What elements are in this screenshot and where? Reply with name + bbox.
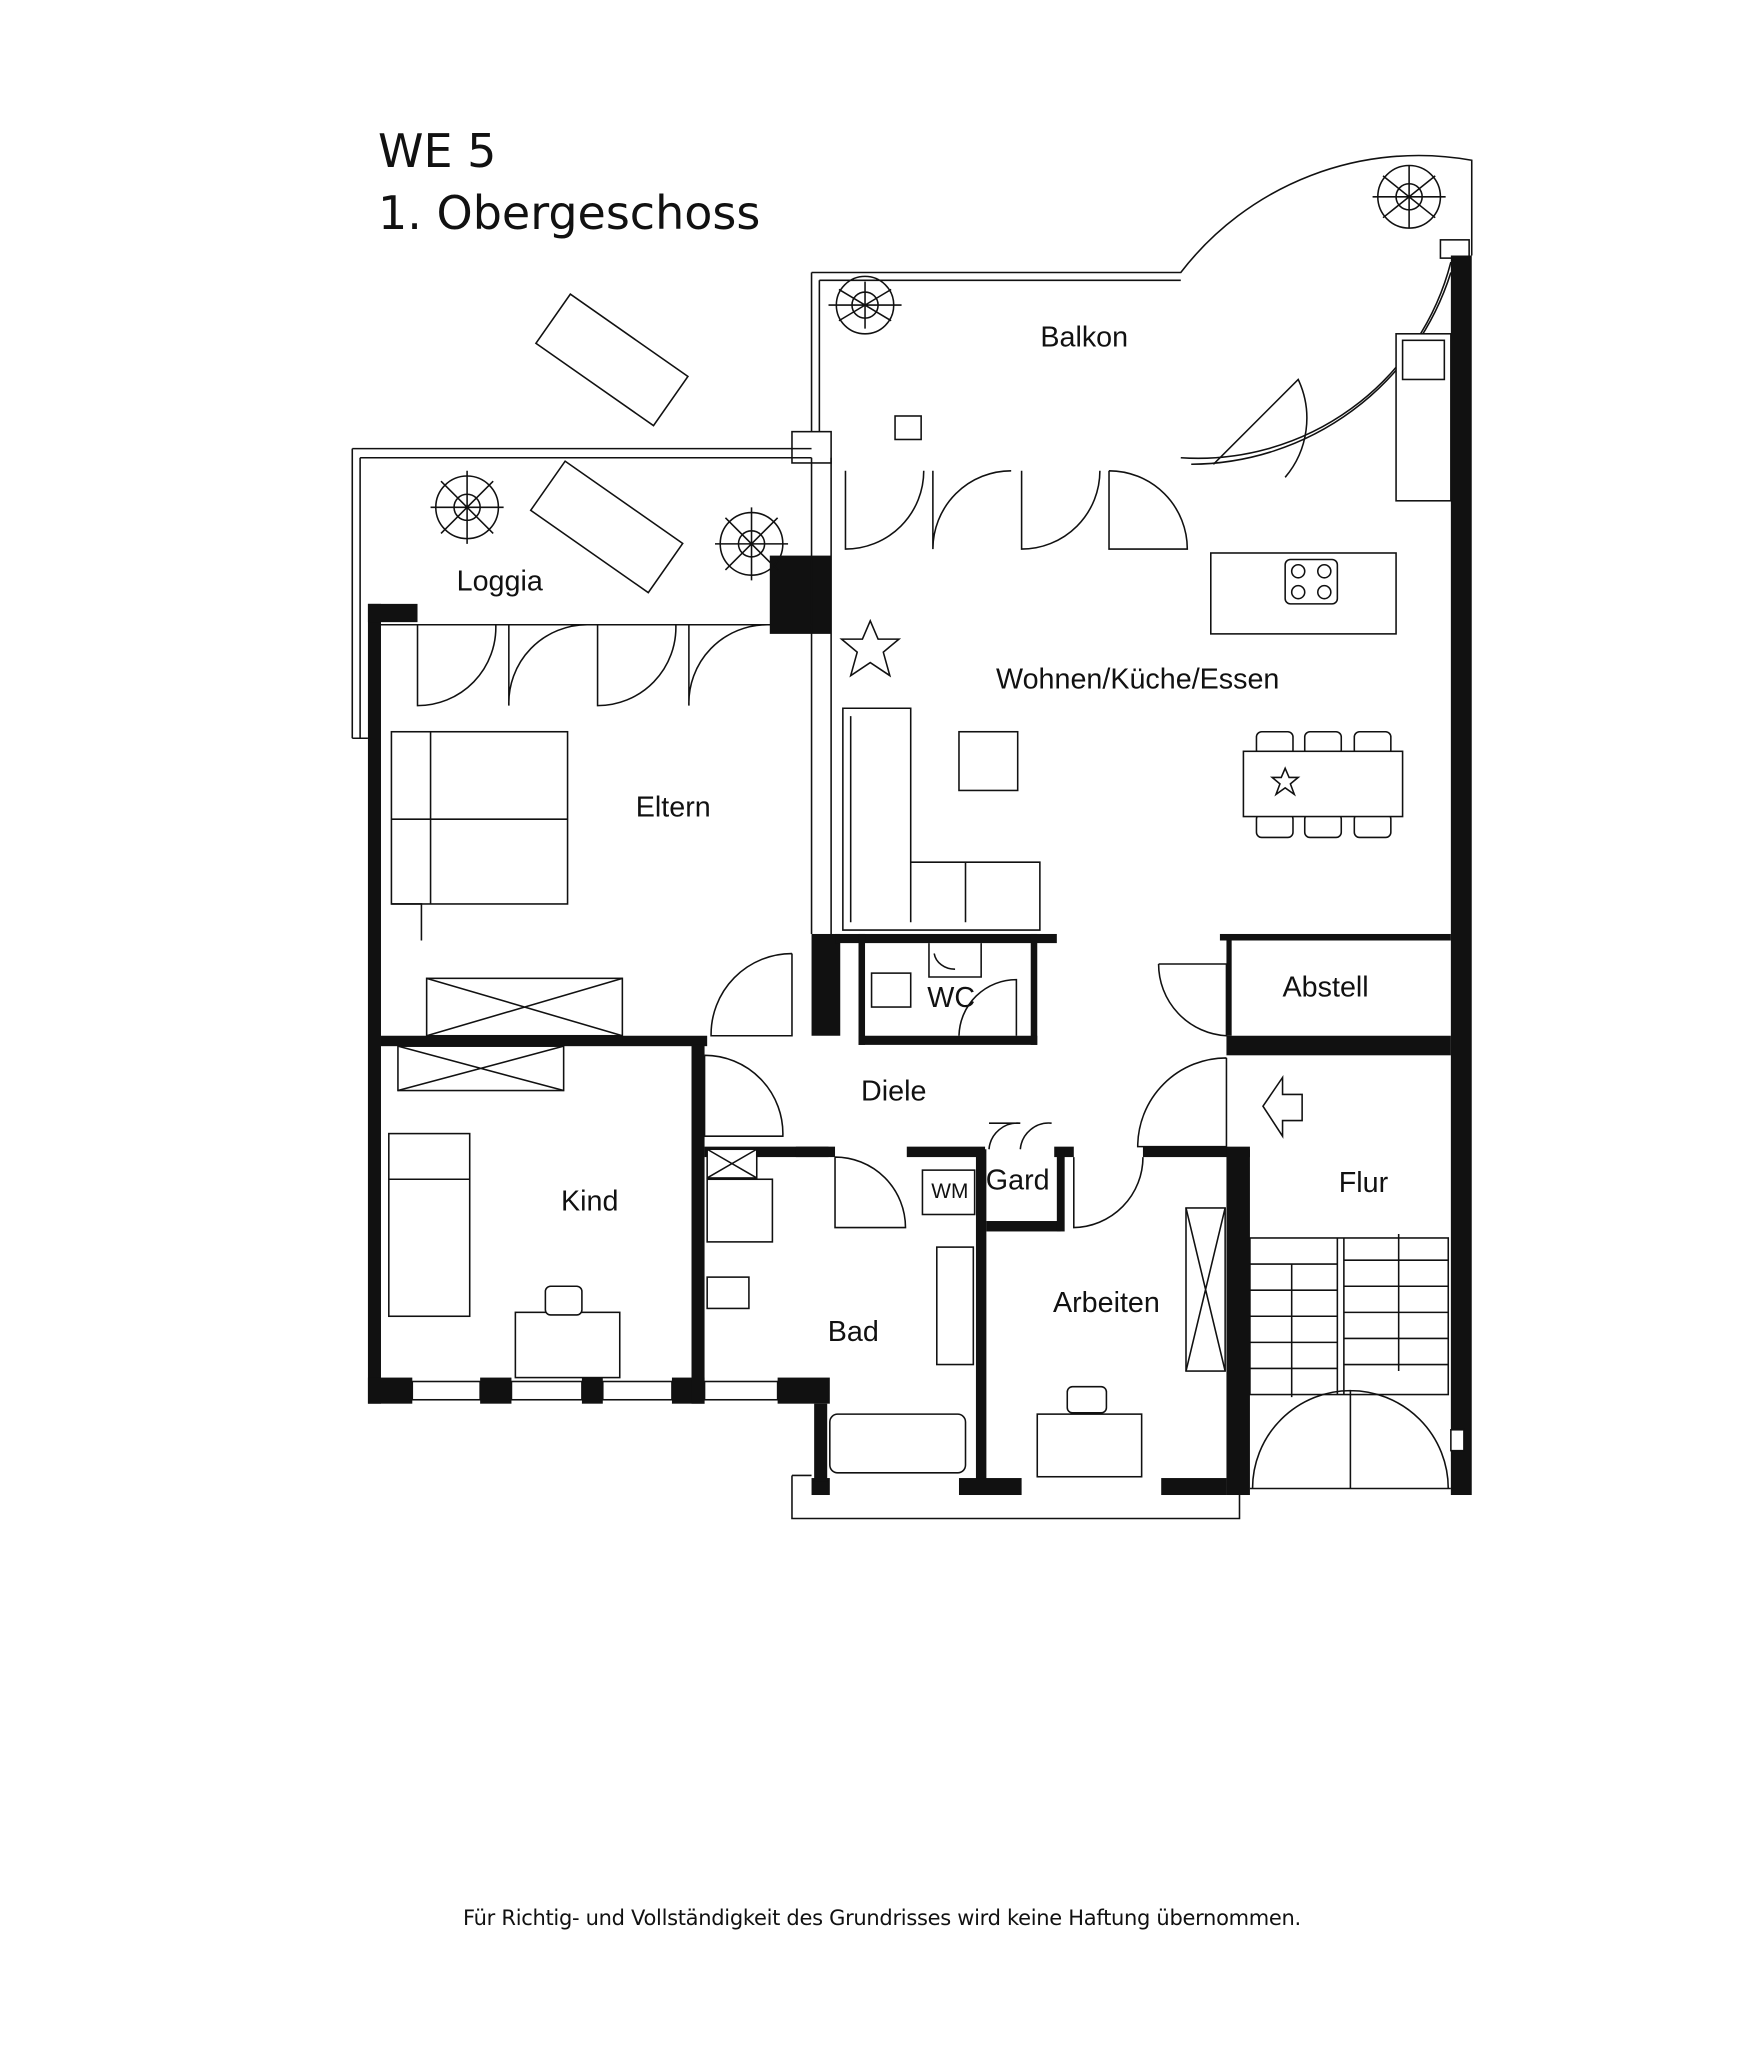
stairs [1249, 1234, 1450, 1398]
coffee-table [958, 730, 1019, 792]
room-label-wohnen: Wohnen/Küche/Essen [996, 663, 1279, 695]
sofa [842, 707, 1041, 931]
room-label-flur: Flur [1339, 1167, 1389, 1199]
desk-arbeiten [1036, 1413, 1143, 1478]
desk [514, 1311, 621, 1379]
room-label-abstell: Abstell [1283, 971, 1369, 1003]
bathtub [829, 1413, 967, 1474]
doors [416, 378, 1450, 1489]
toilet-bad [706, 1276, 750, 1310]
room-label-wc: WC [927, 982, 975, 1014]
sink-icon [1401, 339, 1446, 381]
room-label-kind: Kind [561, 1185, 618, 1217]
walls [367, 255, 1472, 1520]
loggia-outline [351, 447, 832, 740]
shower [706, 1178, 774, 1243]
room-label-loggia: Loggia [457, 566, 543, 598]
dining-table [1242, 750, 1404, 818]
room-label-balkon: Balkon [1040, 322, 1128, 354]
toilet-wc [870, 972, 912, 1008]
washing-machine [921, 1169, 976, 1216]
sunbed [534, 293, 690, 427]
double-bed [390, 730, 569, 905]
room-label-arbeiten: Arbeiten [1053, 1287, 1160, 1319]
double-sink [936, 1246, 975, 1366]
wc-sink [928, 943, 982, 978]
room-label-eltern: Eltern [636, 791, 711, 823]
cooktop-icon [1284, 558, 1339, 605]
furniture [388, 293, 1465, 1478]
sunbed-loggia [529, 460, 684, 594]
plant-icon [430, 470, 504, 544]
room-label-diele: Diele [861, 1076, 926, 1108]
room-label-gard: Gard [986, 1164, 1050, 1196]
plants [430, 164, 1446, 797]
room-label-wm: WM [931, 1180, 968, 1203]
room-labels: Balkon Loggia Wohnen/Küche/Essen Eltern … [457, 322, 1389, 1348]
single-bed [388, 1132, 471, 1318]
room-label-bad: Bad [828, 1316, 879, 1348]
entry-arrow-icon [1262, 1074, 1303, 1139]
unit-label: WE 5 [378, 124, 497, 178]
disclaimer: Für Richtig- und Vollständigkeit des Gru… [463, 1906, 1301, 1930]
floor-label: 1. Obergeschoss [378, 186, 761, 240]
plan-title: WE 5 1. Obergeschoss [378, 120, 760, 244]
